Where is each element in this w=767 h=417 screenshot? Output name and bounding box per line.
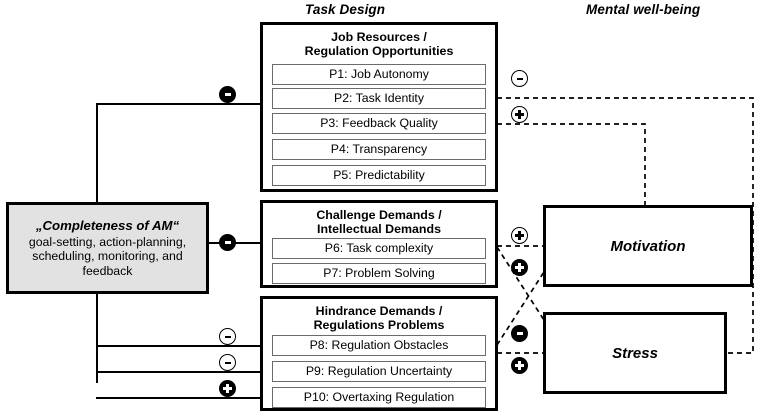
box-motivation-label: Motivation: [610, 237, 686, 255]
sign-am-to-p8-minus-icon: [219, 328, 236, 345]
pill-p10-overtaxing-regulation[interactable]: P10: Overtaxing Regulation: [272, 387, 486, 408]
connector-am-down-spine: [96, 293, 98, 383]
box-hindrance-demands-title-line2: Regulations Problems: [313, 318, 445, 333]
sign-p2-to-stress-minus-icon: [511, 70, 528, 87]
box-stress[interactable]: Stress: [543, 312, 727, 394]
box-stress-label: Stress: [612, 344, 658, 362]
box-motivation[interactable]: Motivation: [543, 205, 753, 287]
pill-p2-task-identity[interactable]: P2: Task Identity: [272, 88, 486, 109]
pill-p7-problem-solving[interactable]: P7: Problem Solving: [272, 263, 486, 284]
dashed-p3-to-motivation: [497, 123, 646, 207]
box-challenge-demands-title-line2: Intellectual Demands: [317, 222, 441, 237]
column-header-mental-wellbeing: Mental well-being: [586, 2, 701, 17]
box-completeness-of-am[interactable]: „Completeness of AM“ goal-setting, actio…: [6, 202, 209, 294]
sign-hindrance-to-stress-plus-icon: [511, 357, 528, 374]
connector-am-up-spine: [96, 103, 98, 216]
pill-p6-task-complexity[interactable]: P6: Task complexity: [272, 238, 486, 259]
sign-p3-to-motivation-plus-icon: [511, 106, 528, 123]
sign-am-to-challenge-demands-minus-icon: [219, 234, 236, 251]
sign-challenge-to-motivation-plus-icon: [511, 227, 528, 244]
sign-challenge-to-stress-plus-icon: [511, 259, 528, 276]
pill-p9-regulation-uncertainty[interactable]: P9: Regulation Uncertainty: [272, 361, 486, 382]
pill-p1-job-autonomy[interactable]: P1: Job Autonomy: [272, 64, 486, 85]
connector-am-to-p9: [96, 371, 262, 373]
box-hindrance-demands-title-line1: Hindrance Demands /: [315, 304, 443, 318]
am-box-subtitle: goal-setting, action-planning, schedulin…: [28, 234, 187, 278]
pill-p3-feedback-quality[interactable]: P3: Feedback Quality: [272, 113, 486, 134]
sign-am-to-job-resources-minus-icon: [219, 86, 236, 103]
pill-p5-predictability[interactable]: P5: Predictability: [272, 165, 486, 186]
connector-am-to-p8: [96, 345, 262, 347]
column-header-task-design: Task Design: [305, 2, 386, 17]
box-job-resources-title-line1: Job Resources /: [331, 30, 427, 44]
connector-am-to-job-resources: [96, 103, 262, 105]
sign-am-to-p10-plus-icon: [219, 380, 236, 397]
pill-p4-transparency[interactable]: P4: Transparency: [272, 139, 486, 160]
box-challenge-demands-title-line1: Challenge Demands /: [316, 208, 442, 222]
sign-am-to-p9-minus-icon: [219, 354, 236, 371]
sign-hindrance-to-motivation-minus-icon: [511, 325, 528, 342]
connector-am-to-p10: [96, 397, 262, 399]
am-box-title: „Completeness of AM“: [35, 217, 180, 233]
box-job-resources-title-line2: Regulation Opportunities: [304, 44, 454, 59]
pill-p8-regulation-obstacles[interactable]: P8: Regulation Obstacles: [272, 335, 486, 356]
